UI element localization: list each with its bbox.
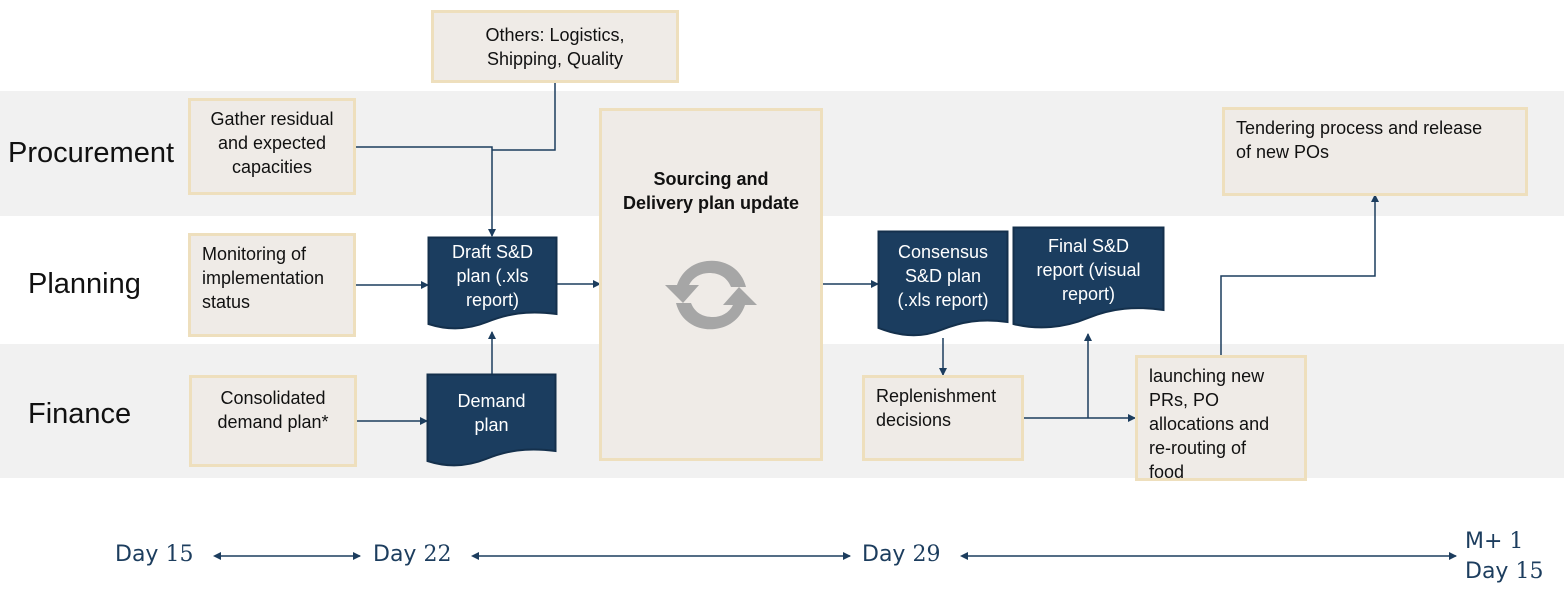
connector-gather-to-draft: [356, 146, 496, 237]
timeline-label-number: 1: [1509, 529, 1524, 554]
timeline-m1-day-15: M+ 1 Day 15: [1465, 527, 1543, 587]
timeline-label-number: 15: [165, 542, 194, 567]
launching-line-2: PRs, PO: [1149, 390, 1220, 410]
gather-capacities-box: Gather residual and expected capacities: [188, 98, 356, 195]
launching-new-prs-box: launching new PRs, PO allocations and re…: [1135, 355, 1307, 482]
timeline-label-number: 22: [423, 542, 452, 567]
timeline-day-15: Day 15: [115, 542, 193, 567]
document-shape: [877, 230, 1009, 337]
timeline-label-number: 29: [912, 542, 941, 567]
consensus-line-2: S&D plan: [904, 266, 982, 286]
others-text: Others: Logistics, Shipping, Quality: [485, 25, 625, 69]
document-shape: [427, 236, 558, 330]
timeline-label-text: Day: [862, 542, 906, 567]
consolidated-demand-box: Consolidated demand plan*: [189, 375, 357, 467]
launching-line-1: launching new: [1149, 366, 1265, 386]
draft-sd-plan-document: Draft S&D plan (.xls report): [427, 236, 558, 332]
gather-line-3: capacities: [231, 157, 313, 177]
sourcing-delivery-plan-box: Sourcing and Delivery plan update: [599, 108, 823, 461]
refresh-cycle-icon: [665, 260, 757, 330]
demand-line-1: Demand: [457, 391, 526, 411]
timeline-label-text-2: Day: [1465, 559, 1509, 584]
monitoring-line-1: Monitoring of: [202, 244, 307, 264]
lane-label-procurement: Procurement: [8, 137, 175, 169]
connector-launching-to-tendering: [1220, 194, 1379, 355]
final-line-3: report): [1061, 284, 1115, 304]
sourcing-line-2: Delivery plan update: [622, 193, 800, 213]
consolidated-line-1: Consolidated: [220, 388, 326, 408]
monitoring-box: Monitoring of implementation status: [188, 233, 356, 337]
timeline-day-22: Day 22: [373, 542, 451, 567]
tendering-line-2: of new POs: [1236, 142, 1330, 162]
replenishment-decisions-box: Replenishment decisions: [862, 375, 1024, 461]
draft-line-3: report): [465, 290, 519, 310]
tendering-line-1: Tendering process and release: [1236, 118, 1483, 138]
final-sd-report-document: Final S&D report (visual report): [1012, 226, 1165, 334]
draft-line-2: plan (.xls: [456, 266, 529, 286]
timeline-label-number-2: 15: [1515, 559, 1544, 584]
tendering-process-box: Tendering process and release of new POs: [1222, 107, 1528, 196]
timeline-label-text: Day: [373, 542, 417, 567]
monitoring-line-2: implementation: [202, 268, 325, 288]
consolidated-line-2: demand plan*: [217, 412, 329, 432]
others-box: Others: Logistics, Shipping, Quality: [431, 10, 679, 83]
connector-others-to-draft: [492, 82, 556, 151]
timeline-label-text: Day: [115, 542, 159, 567]
replenishment-line-1: Replenishment: [876, 386, 997, 406]
gather-line-2: and expected: [217, 133, 327, 153]
launching-line-3: allocations and: [1149, 414, 1270, 434]
final-line-1: Final S&D: [1047, 236, 1130, 256]
gather-line-1: Gather residual: [210, 109, 334, 129]
lane-label-planning: Planning: [28, 268, 141, 300]
demand-plan-document: Demand plan: [426, 373, 557, 469]
final-line-2: report (visual: [1036, 260, 1141, 280]
document-shape: [426, 373, 557, 467]
timeline-day-29: Day 29: [862, 542, 940, 567]
draft-line-1: Draft S&D: [451, 242, 534, 262]
replenishment-line-2: decisions: [876, 410, 952, 430]
timeline-label-text: M+: [1465, 529, 1503, 554]
consensus-line-3: (.xls report): [897, 290, 989, 310]
document-shape: [1012, 226, 1165, 329]
launching-line-5: food: [1149, 462, 1185, 482]
consensus-sd-plan-document: Consensus S&D plan (.xls report): [877, 230, 1009, 338]
launching-line-4: re-routing of: [1149, 438, 1247, 458]
lane-label-finance: Finance: [28, 398, 132, 430]
consensus-line-1: Consensus: [897, 242, 989, 262]
sourcing-line-1: Sourcing and: [653, 169, 769, 189]
demand-line-2: plan: [474, 415, 509, 435]
monitoring-line-3: status: [202, 292, 251, 312]
